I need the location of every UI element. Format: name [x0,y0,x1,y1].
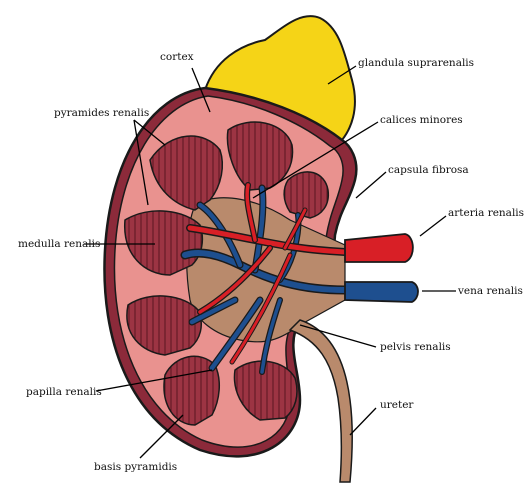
label-vena-renalis: vena renalis [457,285,523,297]
label-cortex: cortex [160,51,194,63]
label-medulla-renalis: medulla renalis [18,238,100,250]
label-arteria-renalis: arteria renalis [448,207,524,219]
label-capsula-fibrosa: capsula fibrosa [388,164,469,176]
label-pyramides-renalis: pyramides renalis [54,107,149,119]
label-ureter: ureter [380,399,414,411]
label-calices-minores: calices minores [380,114,463,126]
label-glandula-suprarenalis: glandula suprarenalis [358,57,474,69]
label-basis-pyramidis: basis pyramidis [94,461,177,473]
label-papilla-renalis: papilla renalis [26,386,102,398]
label-pelvis-renalis: pelvis renalis [380,341,451,353]
